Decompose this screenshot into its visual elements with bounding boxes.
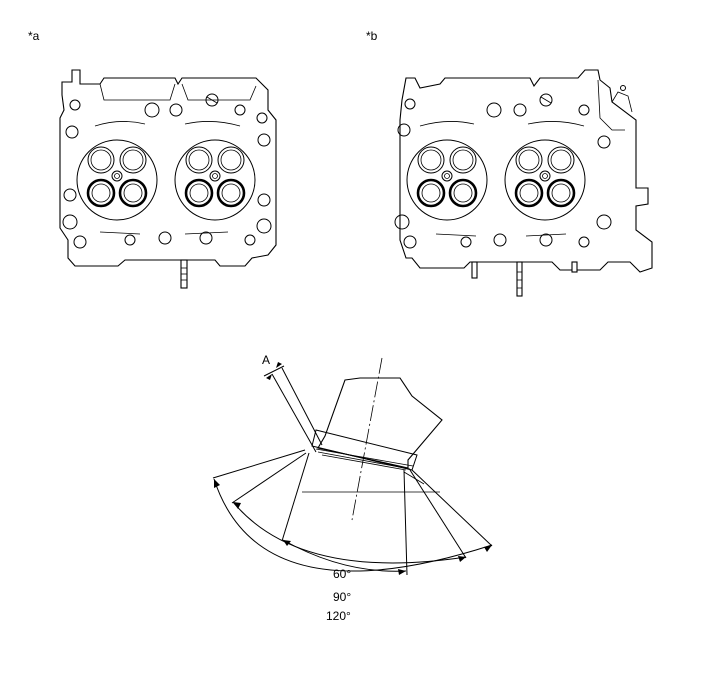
cylinder-head-b: [394, 69, 653, 297]
label-dimension-a: A: [262, 353, 271, 367]
label-view-a: *a: [28, 29, 40, 43]
label-view-b: *b: [366, 29, 378, 43]
label-angle-120: 120°: [326, 609, 351, 623]
valve-seat-diagram: [212, 357, 493, 576]
label-angle-60: 60°: [333, 567, 352, 581]
label-angle-90: 90°: [333, 590, 352, 604]
cylinder-head-a: [59, 69, 277, 289]
